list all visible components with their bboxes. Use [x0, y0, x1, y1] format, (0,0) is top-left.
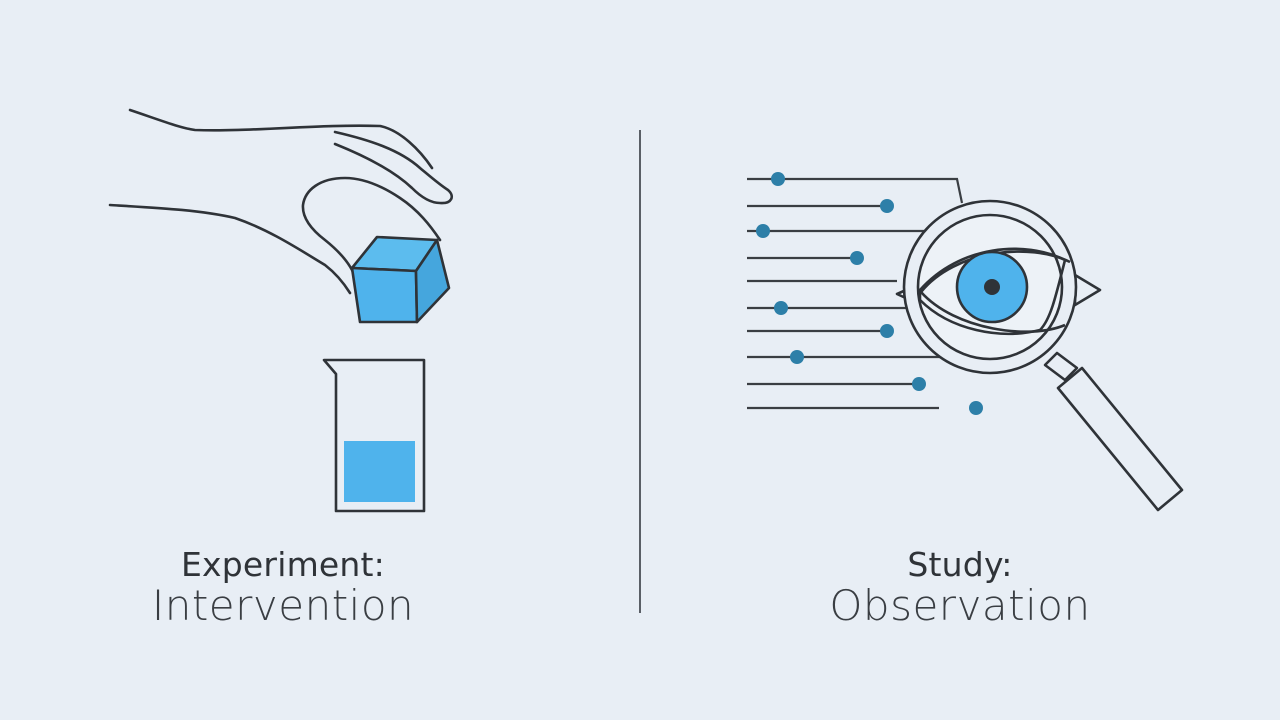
data-lines	[747, 177, 964, 410]
study-subtitle: Observation	[829, 581, 1091, 630]
cube-icon	[350, 235, 451, 324]
experiment-subtitle: Intervention	[151, 581, 415, 630]
study-caption: Study: Observation	[800, 548, 1120, 627]
magnifying-glass-icon	[895, 199, 1184, 512]
beaker-icon	[322, 358, 426, 513]
experiment-title: Experiment:	[181, 545, 385, 584]
hand-icon	[108, 108, 453, 295]
study-title: Study:	[907, 545, 1013, 584]
experiment-caption: Experiment: Intervention	[133, 548, 433, 627]
data-points	[756, 172, 983, 415]
